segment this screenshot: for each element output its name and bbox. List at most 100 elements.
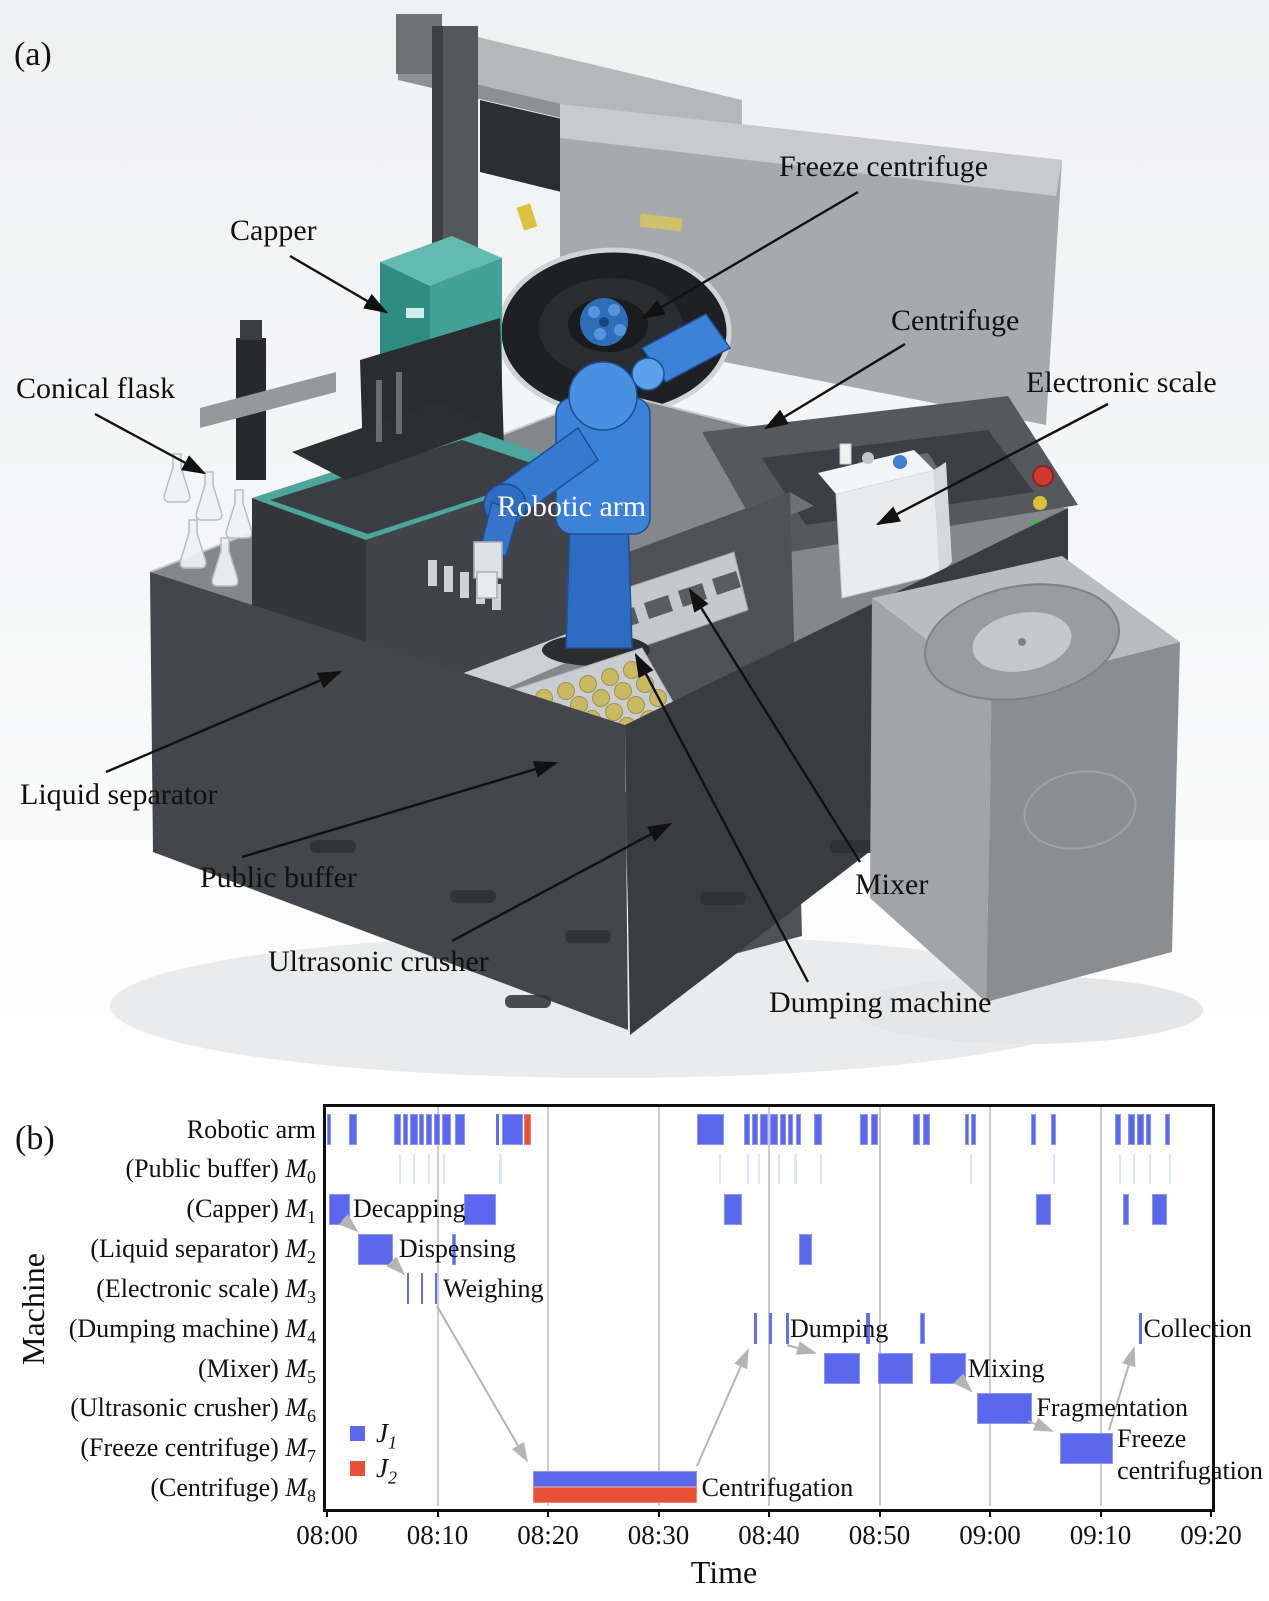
gantt-bar [760,1114,768,1145]
gridline [657,1107,660,1506]
gantt-bar [1122,1193,1130,1225]
gantt-bar [824,1353,860,1385]
gantt-bar [819,1154,823,1185]
machine-row-label: (Freeze centrifuge) M7 [80,1433,316,1467]
gantt-bar [1030,1114,1037,1145]
machine-row-label: (Dumping machine) M4 [68,1313,316,1347]
chart-annotation: Mixing [967,1353,1045,1383]
gantt-bar [723,1193,743,1225]
label-electronic-scale: Electronic scale [1026,366,1217,399]
machine-row-label: (Centrifuge) M8 [150,1473,316,1507]
gantt-bar [413,1154,416,1185]
label-robotic-arm: Robotic arm [497,490,647,523]
gantt-bar [780,1114,786,1145]
x-tick-label: 08:20 [517,1520,579,1550]
label-conical-flask: Conical flask [16,372,176,405]
label-public-buffer: Public buffer [200,861,357,894]
gantt-bar [922,1114,931,1145]
gantt-bar [1050,1114,1057,1145]
gantt-bar [752,1114,758,1145]
label-freeze-centrifuge: Freeze centrifuge [779,150,989,183]
label-liquid-separator: Liquid separator [20,778,218,811]
machine-row-label: (Ultrasonic crusher) M6 [70,1393,316,1427]
chart-annotation: Dumping [789,1313,889,1343]
chart-annotation: Centrifugation [701,1473,854,1503]
gantt-bar [697,1114,724,1145]
x-tick-mark [878,1510,881,1517]
gantt-bar [746,1154,750,1185]
label-centrifuge: Centrifuge [891,304,1020,337]
machine-row-label: (Capper) M1 [186,1194,316,1228]
label-mixer: Mixer [855,868,929,901]
gantt-bar [327,1114,332,1145]
gantt-bar [770,1114,778,1145]
x-axis-title: Time [690,1554,758,1590]
gridline [1099,1107,1102,1506]
x-tick-mark [1210,1510,1212,1517]
gantt-bar [798,1233,813,1265]
gantt-bar [785,1313,789,1345]
gantt-bar [795,1114,802,1145]
x-tick-label: 08:10 [406,1520,469,1550]
gantt-bar [1132,1154,1135,1185]
gantt-bar [1052,1154,1056,1185]
gantt-bar [1128,1114,1135,1145]
x-tick-label: 09:00 [959,1520,1021,1550]
x-tick-label: 08:50 [848,1520,911,1550]
gantt-bar [501,1114,523,1145]
machine-row-label: (Public buffer) M0 [125,1154,316,1188]
gantt-bar [1119,1154,1122,1185]
gantt-bar [1036,1193,1051,1225]
gantt-bar [787,1114,794,1145]
machine-row-label: (Liquid separator) M2 [90,1234,316,1268]
x-tick-label: 09:10 [1069,1520,1132,1550]
gridline [989,1107,991,1506]
machine-row-label: (Mixer) M5 [197,1353,316,1387]
y-axis-title: Machine [15,1253,51,1365]
gantt-bar [1152,1193,1167,1225]
gantt-bar [753,1313,757,1345]
gantt-bar [719,1154,722,1185]
chart-annotation: Decapping [352,1194,466,1224]
gantt-bar [496,1114,500,1145]
gantt-bar [794,1154,797,1185]
gantt-bar [420,1273,424,1305]
gantt-bar [1136,1114,1144,1145]
gantt-bar [1114,1114,1122,1145]
gantt-bar [743,1114,751,1145]
gridline [768,1107,770,1506]
gantt-bar [970,1154,973,1185]
gridline [878,1107,881,1506]
chart-annotation: Fragmentation [1036,1393,1189,1423]
gantt-bar [532,1471,698,1488]
gantt-bar [920,1313,925,1345]
gantt-bar [441,1114,451,1145]
gantt-bar [971,1114,976,1145]
chart-frame [323,1104,1215,1512]
x-tick-label: 08:30 [627,1520,690,1550]
gantt-bar [394,1114,402,1145]
gantt-bar [930,1353,966,1385]
gantt-bar [1145,1114,1152,1145]
gantt-bar [1164,1114,1171,1145]
gantt-bar [1139,1313,1143,1345]
gantt-bar [464,1193,497,1225]
x-tick-mark [1099,1510,1102,1517]
gantt-bar [878,1353,913,1385]
gantt-bar [523,1114,532,1145]
gantt-bar [409,1114,418,1145]
gantt-bar [769,1313,773,1345]
x-tick-mark [436,1510,439,1517]
x-tick-mark [326,1510,328,1517]
gantt-bar [455,1114,466,1145]
gantt-bar [349,1114,357,1145]
gantt-bar [964,1114,969,1145]
gantt-bar [434,1114,440,1145]
legend-swatch [350,1426,365,1441]
x-tick-mark [657,1510,660,1517]
x-tick-mark [547,1510,549,1517]
gridline [547,1107,549,1506]
chart-annotation: centrifugation [1117,1456,1263,1486]
gantt-bar [859,1114,869,1145]
